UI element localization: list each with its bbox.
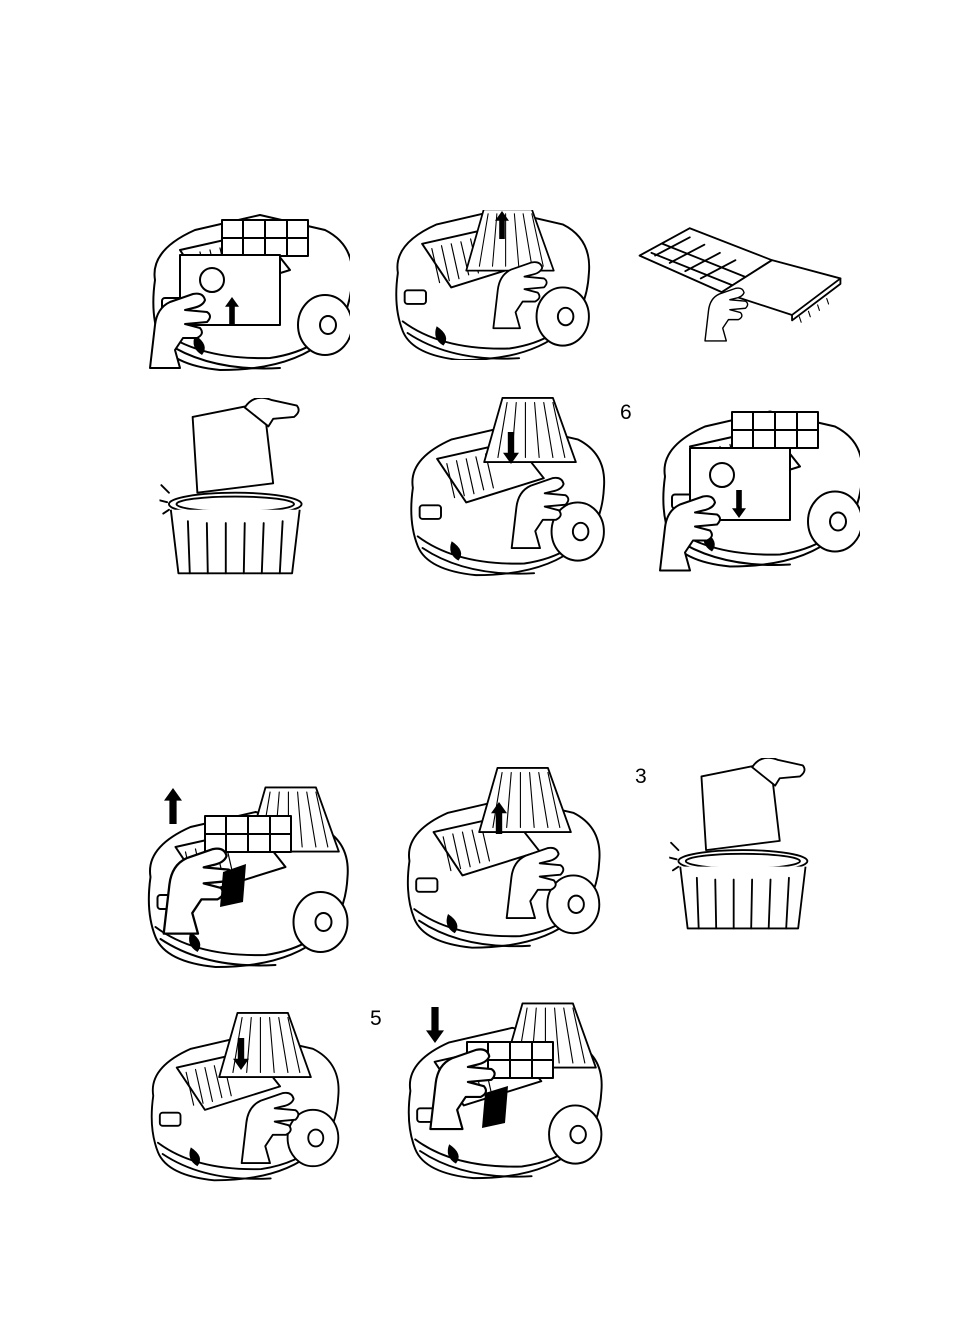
illustration-vacuum-insert-filter: [395, 390, 620, 582]
vacuum-insert-filter-icon: [395, 390, 620, 582]
step-number-6: 6: [620, 402, 632, 423]
illustration-vacuum-press-bag-holder: [650, 400, 860, 578]
dispose-bag-in-bin-icon: [155, 398, 325, 578]
illustration-vacuum-press-filter: [390, 998, 615, 1183]
illustration-vacuum-lift-filter: [128, 782, 363, 974]
filter-cassette-open-icon: [635, 218, 845, 348]
illustration-dispose-filter-in-bin: [665, 758, 830, 933]
step-number-3: 3: [635, 766, 647, 787]
illustration-vacuum-remove-filter: [395, 755, 607, 955]
illustration-vacuum-remove-filter-cassette: [380, 210, 605, 360]
dispose-filter-in-bin-icon: [665, 758, 830, 933]
vacuum-lift-filter-icon: [128, 782, 363, 974]
vacuum-insert-filter-icon: [135, 1005, 350, 1185]
illustration-vacuum-insert-filter-2: [135, 1005, 350, 1185]
vacuum-remove-filter-cassette-icon: [380, 210, 605, 360]
illustration-filter-cassette-open: [635, 218, 845, 348]
illustration-vacuum-lift-bag-holder: [140, 210, 350, 375]
vacuum-press-filter-icon: [390, 998, 615, 1183]
vacuum-lift-bag-holder-icon: [140, 210, 350, 375]
vacuum-remove-filter-icon: [395, 755, 607, 955]
illustration-dispose-bag-in-bin: [155, 398, 325, 578]
step-number-5: 5: [370, 1008, 382, 1029]
vacuum-press-bag-holder-icon: [650, 400, 860, 578]
